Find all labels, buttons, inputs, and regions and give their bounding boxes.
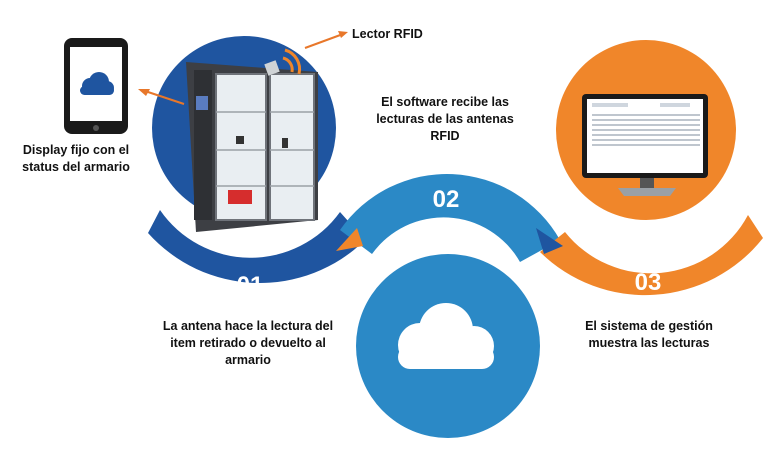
transition-arrow-2 [536, 228, 563, 254]
cloud-icon [398, 303, 494, 369]
label-software: El software recibe las lecturas de las a… [376, 95, 514, 143]
tablet-cloud-icon [64, 38, 128, 134]
step-03-number: 03 [635, 269, 662, 296]
label-antena: La antena hace la lectura del item retir… [162, 319, 334, 367]
label-display: Display fijo con el status del armario [22, 143, 130, 174]
step-02-arc [340, 174, 560, 262]
pointer-arrow-tablet [138, 89, 185, 105]
step-01-number: 01 [237, 272, 264, 299]
pointer-arrow-rfid [304, 31, 348, 49]
transition-arrow-1 [336, 228, 363, 251]
step-02-number: 02 [433, 186, 460, 213]
label-sistema: El sistema de gestión muestra las lectur… [585, 319, 713, 350]
step-03-arc [540, 215, 763, 296]
step-01-arc [148, 210, 365, 284]
desktop-monitor-icon [582, 94, 708, 196]
rfid-cabinet-image [186, 48, 318, 232]
label-lector-rfid: Lector RFID [352, 27, 423, 41]
